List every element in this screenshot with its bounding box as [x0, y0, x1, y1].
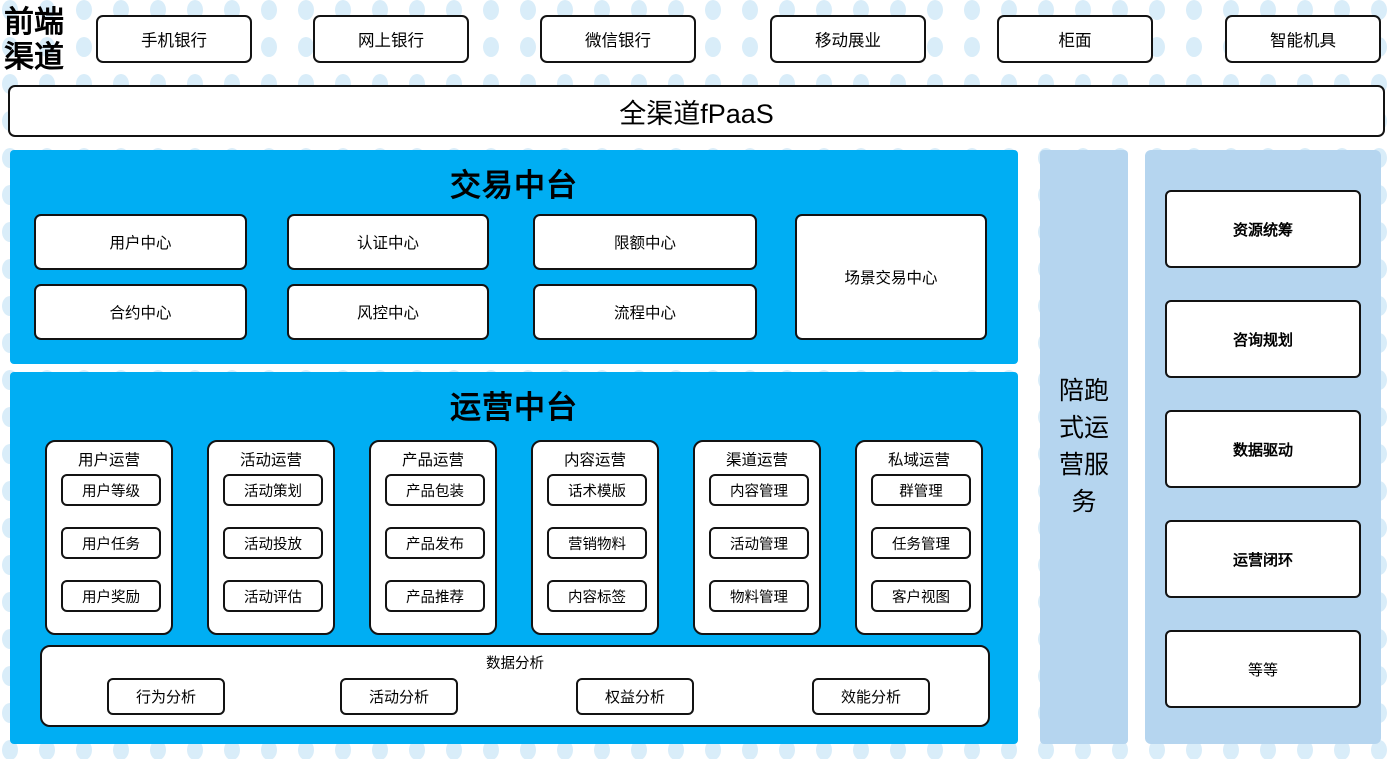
- channel-label-line-2: 渠道: [4, 41, 64, 74]
- ops-column-title-private-domain: 私域运营: [887, 452, 950, 469]
- pillar-box-data-driven[interactable]: 数据驱动: [1165, 410, 1361, 488]
- ops-column-campaign: 活动运营 活动策划 活动投放 活动评估: [207, 440, 335, 635]
- ops-item-campaign-manage[interactable]: 活动管理: [709, 527, 809, 559]
- data-analysis-item-performance[interactable]: 效能分析: [812, 678, 930, 715]
- trade-box-scenario-trade-center[interactable]: 场景交易中心: [795, 214, 987, 340]
- service-pillar-panel: 资源统筹 咨询规划 数据驱动 运营闭环 等等: [1145, 150, 1381, 744]
- channel-box-online-bank[interactable]: 网上银行: [313, 15, 469, 63]
- ops-column-title-user: 用户运营: [77, 452, 140, 469]
- ops-item-product-packaging[interactable]: 产品包装: [385, 474, 485, 506]
- ops-item-user-reward[interactable]: 用户奖励: [61, 580, 161, 612]
- ops-item-customer-view[interactable]: 客户视图: [871, 580, 971, 612]
- ops-item-content-tag[interactable]: 内容标签: [547, 580, 647, 612]
- ops-column-title-channel: 渠道运营: [725, 452, 788, 469]
- trade-box-risk-center[interactable]: 风控中心: [287, 284, 489, 340]
- trade-middle-platform-panel: 交易中台 用户中心 认证中心 限额中心 合约中心 风控中心 流程中心 场景交易中…: [10, 150, 1018, 364]
- channel-box-mobile-field[interactable]: 移动展业: [770, 15, 926, 63]
- channel-box-counter[interactable]: 柜面: [997, 15, 1153, 63]
- pillar-box-resource-coordination[interactable]: 资源统筹: [1165, 190, 1361, 268]
- data-analysis-item-behavior[interactable]: 行为分析: [107, 678, 225, 715]
- channel-label-line-1: 前端: [4, 6, 64, 39]
- ops-item-product-recommend[interactable]: 产品推荐: [385, 580, 485, 612]
- ops-item-task-manage[interactable]: 任务管理: [871, 527, 971, 559]
- omnichannel-fpaas-bar[interactable]: 全渠道fPaaS: [8, 85, 1385, 137]
- ops-item-marketing-material[interactable]: 营销物料: [547, 527, 647, 559]
- pillar-box-etc[interactable]: 等等: [1165, 630, 1361, 708]
- data-analysis-item-campaign[interactable]: 活动分析: [340, 678, 458, 715]
- channel-box-mobile-bank[interactable]: 手机银行: [96, 15, 252, 63]
- ops-item-user-level[interactable]: 用户等级: [61, 474, 161, 506]
- data-analysis-title: 数据分析: [486, 656, 544, 672]
- ops-column-title-product: 产品运营: [401, 452, 464, 469]
- channel-box-wechat-bank[interactable]: 微信银行: [540, 15, 696, 63]
- accompanying-operation-service-label: 陪跑式运营服务: [1058, 377, 1109, 516]
- ops-item-campaign-delivery[interactable]: 活动投放: [223, 527, 323, 559]
- ops-item-campaign-plan[interactable]: 活动策划: [223, 474, 323, 506]
- data-analysis-item-benefit[interactable]: 权益分析: [576, 678, 694, 715]
- ops-item-product-release[interactable]: 产品发布: [385, 527, 485, 559]
- trade-box-process-center[interactable]: 流程中心: [533, 284, 757, 340]
- ops-platform-title: 运营中台: [450, 390, 578, 425]
- trade-box-auth-center[interactable]: 认证中心: [287, 214, 489, 270]
- data-analysis-group: 数据分析 行为分析 活动分析 权益分析 效能分析: [40, 645, 990, 727]
- accompanying-operation-service-sidebar: 陪跑式运营服务: [1040, 150, 1128, 744]
- trade-box-limit-center[interactable]: 限额中心: [533, 214, 757, 270]
- ops-item-group-manage[interactable]: 群管理: [871, 474, 971, 506]
- ops-column-title-campaign: 活动运营: [239, 452, 302, 469]
- trade-box-contract-center[interactable]: 合约中心: [34, 284, 247, 340]
- ops-item-content-manage[interactable]: 内容管理: [709, 474, 809, 506]
- ops-column-title-content: 内容运营: [563, 452, 626, 469]
- ops-item-script-template[interactable]: 话术模版: [547, 474, 647, 506]
- frontend-channel-row: 前端 渠道 手机银行 网上银行 微信银行 移动展业 柜面 智能机具: [0, 0, 1393, 82]
- trade-platform-title: 交易中台: [450, 168, 578, 203]
- ops-item-user-task[interactable]: 用户任务: [61, 527, 161, 559]
- channel-box-smart-machine[interactable]: 智能机具: [1225, 15, 1381, 63]
- trade-box-user-center[interactable]: 用户中心: [34, 214, 247, 270]
- frontend-channel-label: 前端 渠道: [4, 3, 92, 77]
- pillar-box-consulting-planning[interactable]: 咨询规划: [1165, 300, 1361, 378]
- ops-column-user: 用户运营 用户等级 用户任务 用户奖励: [45, 440, 173, 635]
- ops-column-content: 内容运营 话术模版 营销物料 内容标签: [531, 440, 659, 635]
- ops-column-channel: 渠道运营 内容管理 活动管理 物料管理: [693, 440, 821, 635]
- ops-item-material-manage[interactable]: 物料管理: [709, 580, 809, 612]
- ops-item-campaign-review[interactable]: 活动评估: [223, 580, 323, 612]
- ops-column-product: 产品运营 产品包装 产品发布 产品推荐: [369, 440, 497, 635]
- ops-column-private-domain: 私域运营 群管理 任务管理 客户视图: [855, 440, 983, 635]
- pillar-box-operation-closed-loop[interactable]: 运营闭环: [1165, 520, 1361, 598]
